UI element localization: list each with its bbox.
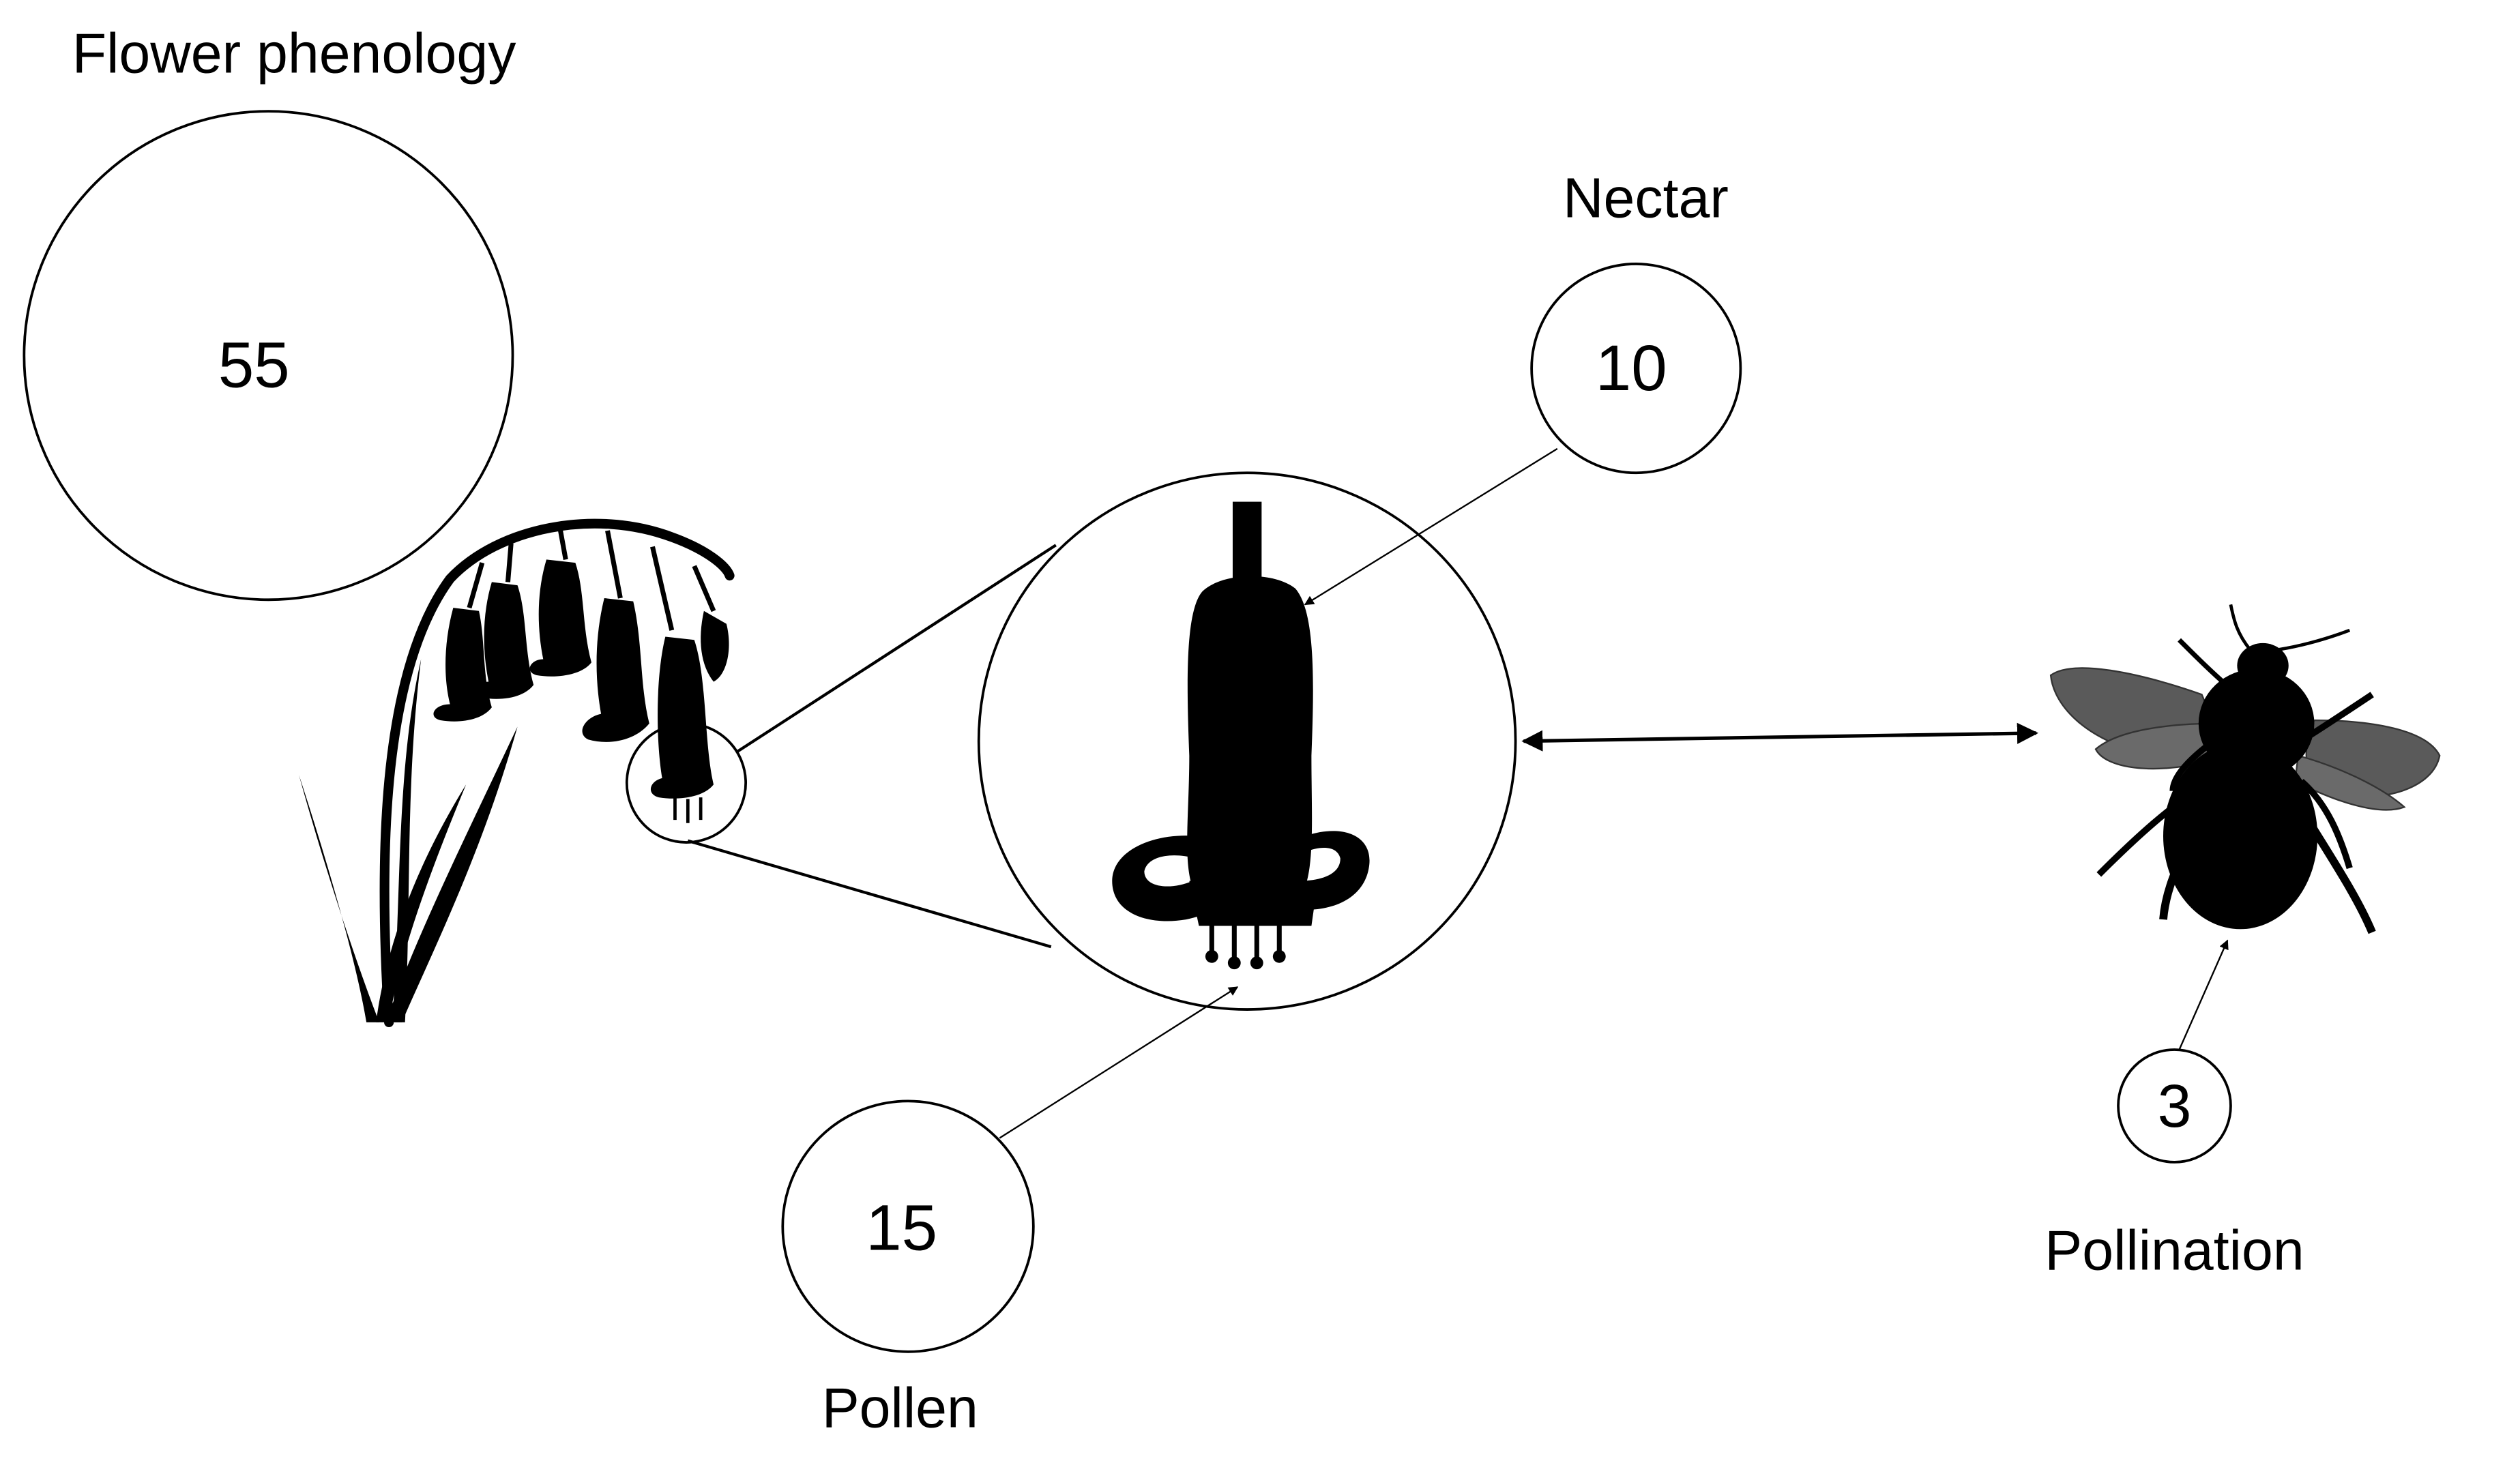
nectar-circle — [1530, 263, 1742, 475]
bluebell-plant-icon — [299, 518, 735, 1027]
pollination-arrow — [2178, 939, 2229, 1050]
bell-flower-icon — [1112, 501, 1370, 970]
pollination-circle — [2117, 1048, 2232, 1164]
phenology-label: Flower phenology — [72, 23, 517, 85]
pollen-arrow — [999, 986, 1239, 1139]
nectar-label: Nectar — [1563, 167, 1729, 230]
zoom-source-circle — [625, 722, 748, 844]
zoom-line-bottom — [687, 839, 1052, 949]
phenology-count: 55 — [218, 329, 290, 400]
nectar-arrow — [1304, 447, 1558, 606]
pollen-label: Pollen — [822, 1377, 978, 1440]
nectar-count: 10 — [1596, 332, 1667, 404]
pollination-count: 3 — [2158, 1072, 2192, 1140]
flower-detail-circle — [977, 471, 1517, 1011]
pollination-label: Pollination — [2045, 1220, 2304, 1282]
flower-bee-interaction-arrow — [1521, 722, 2038, 752]
pollen-count: 15 — [866, 1192, 937, 1263]
phenology-circle — [23, 110, 514, 602]
zoom-line-top — [735, 544, 1057, 754]
pollen-circle — [781, 1099, 1035, 1353]
bumblebee-icon — [2049, 604, 2441, 934]
